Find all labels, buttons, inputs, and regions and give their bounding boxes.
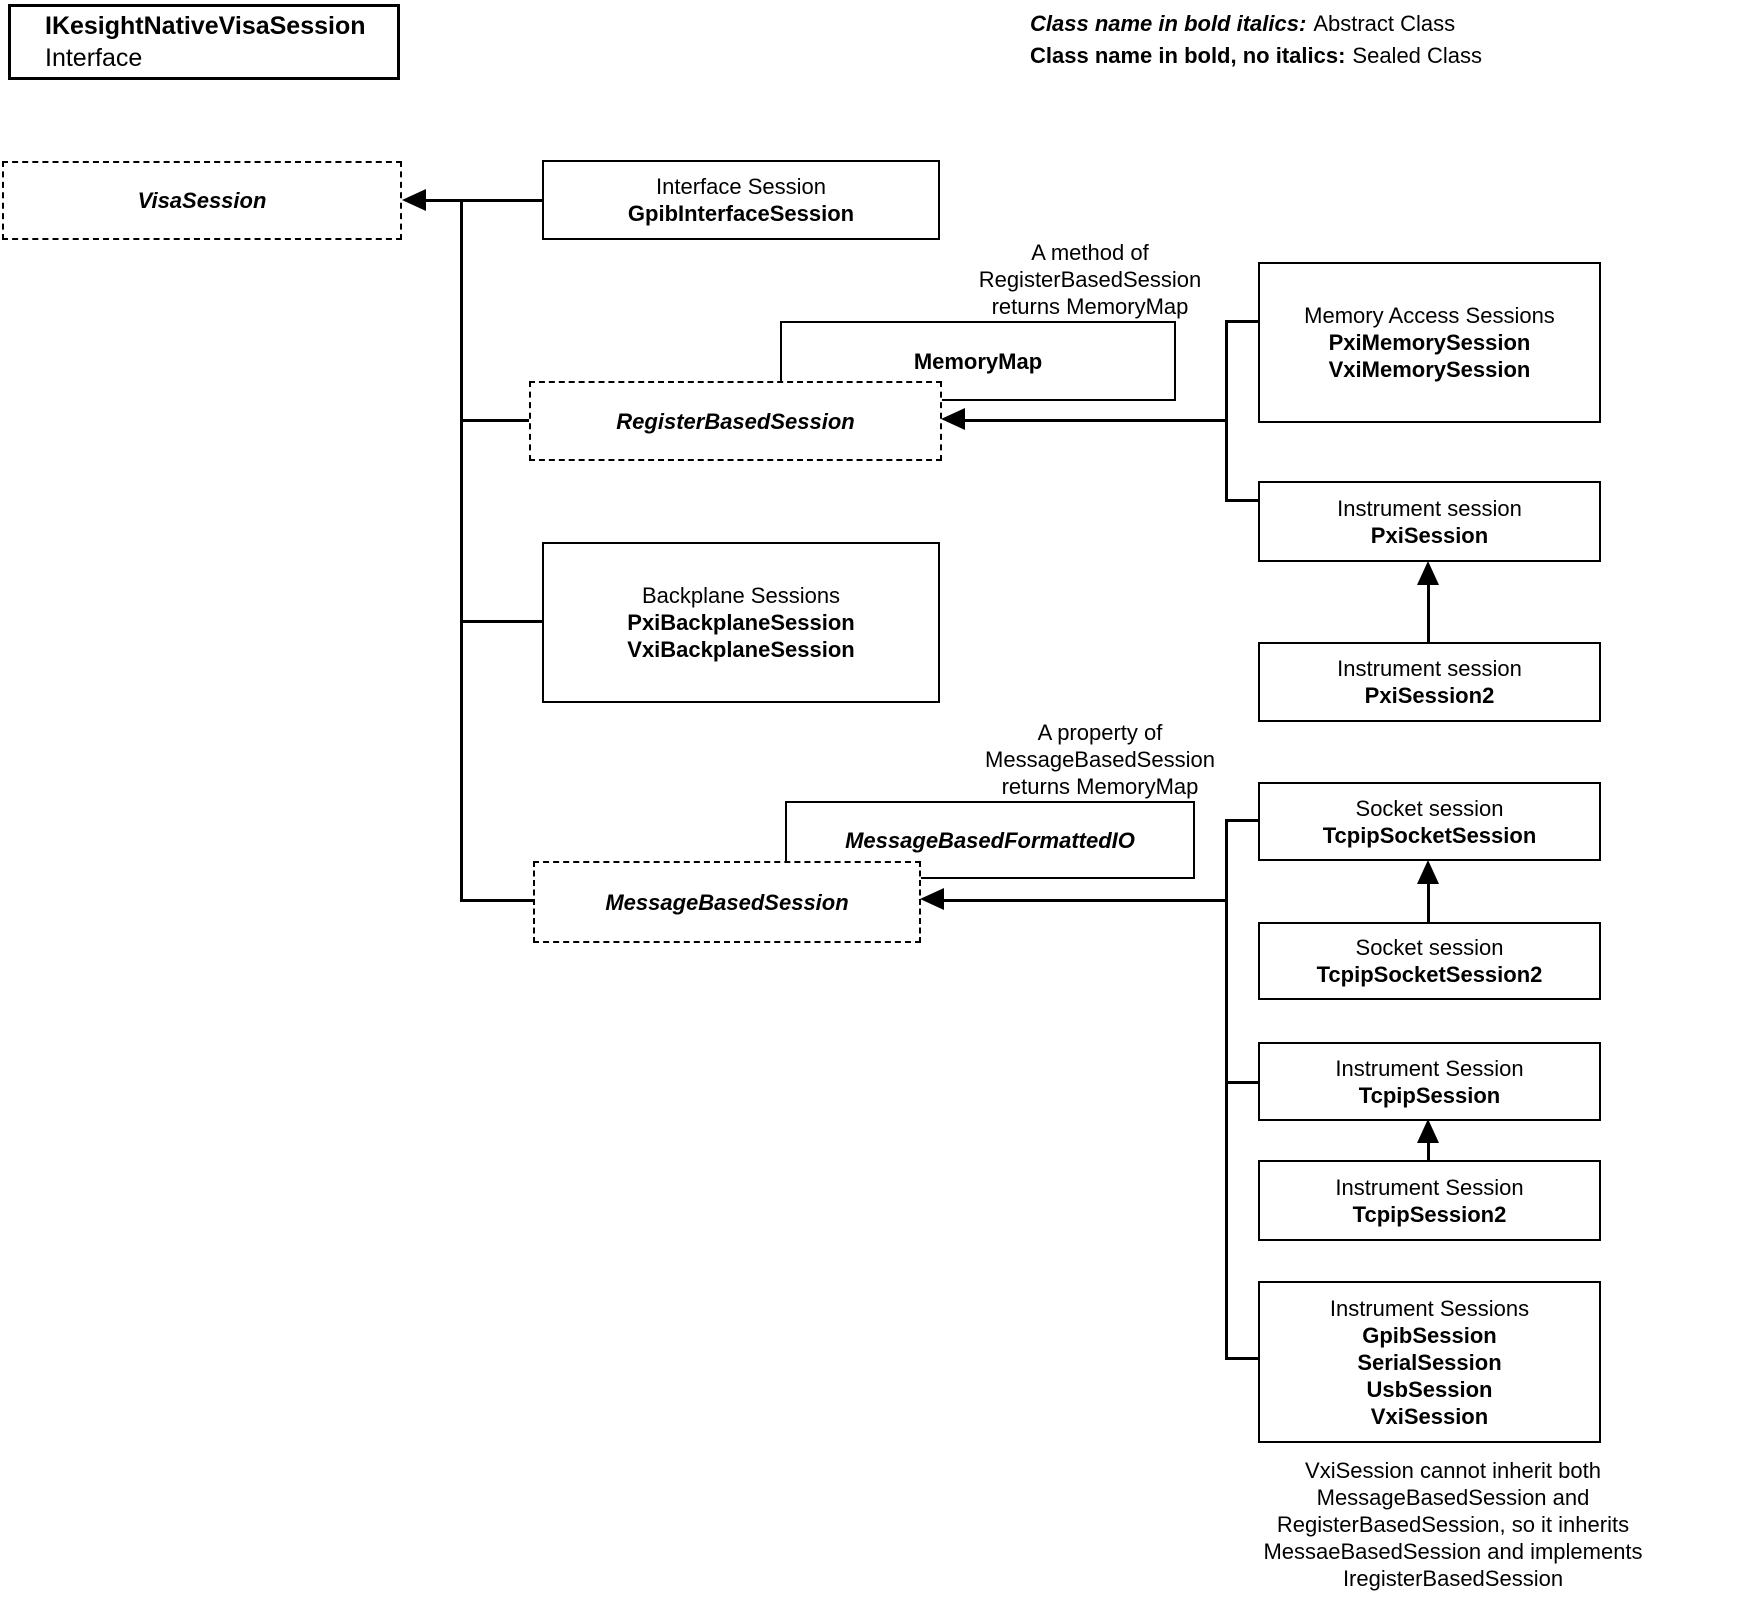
class-name-pxi-session: PxiSession [1370, 522, 1489, 548]
annotation-vxi-note: VxiSession cannot inherit both MessageBa… [1253, 1457, 1653, 1592]
session-type-label: Socket session [1355, 935, 1504, 960]
class-name-vxi-memory-session: VxiMemorySession [1328, 357, 1531, 382]
arrowhead-into-pxi-session [1417, 561, 1439, 585]
connector-register-group-vertical [1225, 320, 1228, 501]
connector-arrow-line-register-based [963, 419, 1227, 422]
annotation-line: returns MemoryMap [991, 294, 1189, 319]
class-box-gpib-interface-session: Interface Session GpibInterfaceSession [542, 160, 940, 240]
connector-branch-message-based [460, 899, 534, 902]
class-name-message-based-session: MessageBasedSession [605, 889, 849, 915]
class-box-backplane-sessions: Backplane Sessions PxiBackplaneSession V… [542, 542, 940, 703]
legend-def-abstract: Abstract Class [1313, 11, 1456, 36]
class-box-memory-access-sessions: Memory Access Sessions PxiMemorySession … [1258, 262, 1601, 423]
class-box-tcpip-session2: Instrument Session TcpipSession2 [1258, 1160, 1601, 1241]
arrowhead-into-register-based-session [941, 408, 965, 430]
legend-line-sealed: Class name in bold, no italics:Sealed Cl… [1030, 40, 1482, 72]
class-name-vxi-session: VxiSession [1370, 1403, 1489, 1429]
connector-visa-to-gpib [420, 199, 542, 202]
connector-branch-memory-access [1225, 320, 1259, 323]
annotation-line: MessageBasedSession and [1316, 1485, 1590, 1510]
session-type-label: Socket session [1355, 795, 1504, 821]
class-box-pxi-session2: Instrument session PxiSession2 [1258, 642, 1601, 722]
class-name-vxi-backplane-session: VxiBackplaneSession [627, 637, 855, 662]
legend-line-abstract: Class name in bold italics:Abstract Clas… [1030, 8, 1482, 40]
class-name-usb-session: UsbSession [1366, 1376, 1493, 1402]
session-type-label: Instrument Session [1335, 1174, 1524, 1200]
legend-def-sealed: Sealed Class [1352, 43, 1483, 68]
class-box-tcpip-session: Instrument Session TcpipSession [1258, 1042, 1601, 1121]
session-type-label: Memory Access Sessions [1304, 303, 1555, 328]
connector-tcpip-socket2-inherit [1427, 881, 1430, 923]
session-type-label: Interface Session [656, 174, 826, 199]
session-type-label: Instrument session [1337, 656, 1522, 681]
class-name-message-based-formatted-io: MessageBasedFormattedIO [845, 827, 1135, 853]
connector-branch-tcpip-session [1225, 1081, 1259, 1084]
class-name-visa-session: VisaSession [137, 188, 267, 213]
connector-arrow-line-message-based [942, 899, 1227, 902]
annotation-line: MessageBasedSession [985, 747, 1215, 772]
class-name-register-based-session: RegisterBasedSession [616, 408, 855, 434]
interface-type-label: Interface [45, 44, 143, 72]
class-box-tcpip-socket-session2: Socket session TcpipSocketSession2 [1258, 922, 1601, 1000]
annotation-property-note: A property of MessageBasedSession return… [900, 719, 1300, 800]
class-box-instrument-sessions: Instrument Sessions GpibSession SerialSe… [1258, 1281, 1601, 1443]
connector-branch-backplane [460, 620, 543, 623]
connector-branch-pxi-session [1225, 499, 1259, 502]
connector-trunk-vertical [460, 199, 463, 901]
class-name-gpib-interface-session: GpibInterfaceSession [627, 201, 855, 226]
legend-term-sealed: Class name in bold, no italics: [1030, 43, 1346, 68]
connector-pxi-session2-inherit [1427, 582, 1430, 643]
legend: Class name in bold italics:Abstract Clas… [1030, 8, 1482, 72]
annotation-line: A property of [1037, 720, 1163, 745]
session-type-label: Instrument Session [1335, 1055, 1524, 1081]
connector-branch-instrument-sessions [1225, 1357, 1259, 1360]
arrowhead-into-tcpip-session [1417, 1119, 1439, 1143]
annotation-line: MessaeBasedSession and implements [1263, 1539, 1643, 1564]
annotation-line: RegisterBasedSession [978, 267, 1202, 292]
class-name-serial-session: SerialSession [1357, 1349, 1502, 1375]
class-name-tcpip-socket-session2: TcpipSocketSession2 [1316, 962, 1543, 987]
annotation-line: A method of [1031, 240, 1149, 265]
interface-title-box: IKesightNativeVisaSession Interface [8, 4, 400, 80]
class-box-message-based-session: MessageBasedSession [533, 861, 921, 943]
legend-term-abstract: Class name in bold italics: [1030, 11, 1307, 36]
arrowhead-into-visa-session [402, 189, 426, 211]
session-type-label: Backplane Sessions [641, 583, 841, 608]
annotation-line: VxiSession cannot inherit both [1305, 1458, 1601, 1483]
annotation-line: RegisterBasedSession, so it inherits [1276, 1512, 1630, 1537]
connector-tcpip-session2-inherit [1427, 1140, 1430, 1161]
class-name-gpib-session: GpibSession [1362, 1322, 1497, 1348]
class-name-tcpip-session2: TcpipSession2 [1352, 1201, 1507, 1227]
class-name-pxi-backplane-session: PxiBackplaneSession [627, 610, 855, 635]
interface-name: IKesightNativeVisaSession [45, 12, 366, 40]
arrowhead-into-tcpip-socket-session [1417, 860, 1439, 884]
class-box-message-based-formatted-io: MessageBasedFormattedIO [785, 801, 1195, 879]
annotation-method-note: A method of RegisterBasedSession returns… [890, 239, 1290, 320]
class-box-tcpip-socket-session: Socket session TcpipSocketSession [1258, 782, 1601, 861]
connector-branch-register-based [460, 419, 530, 422]
connector-branch-tcpip-socket [1225, 819, 1259, 822]
class-box-register-based-session: RegisterBasedSession [529, 381, 942, 461]
class-box-visa-session: VisaSession [2, 161, 402, 240]
annotation-line: returns MemoryMap [1001, 774, 1199, 799]
arrowhead-into-message-based-session [920, 888, 944, 910]
annotation-line: IregisterBasedSession [1342, 1566, 1564, 1591]
class-name-tcpip-socket-session: TcpipSocketSession [1322, 822, 1537, 848]
class-name-pxi-memory-session: PxiMemorySession [1328, 330, 1531, 355]
class-name-tcpip-session: TcpipSession [1358, 1082, 1501, 1108]
class-name-memory-map: MemoryMap [913, 348, 1043, 374]
session-type-label: Instrument session [1337, 495, 1522, 521]
class-box-pxi-session: Instrument session PxiSession [1258, 481, 1601, 562]
class-name-pxi-session2: PxiSession2 [1364, 683, 1495, 708]
session-type-label: Instrument Sessions [1329, 1295, 1530, 1321]
connector-message-group-vertical [1225, 819, 1228, 1359]
